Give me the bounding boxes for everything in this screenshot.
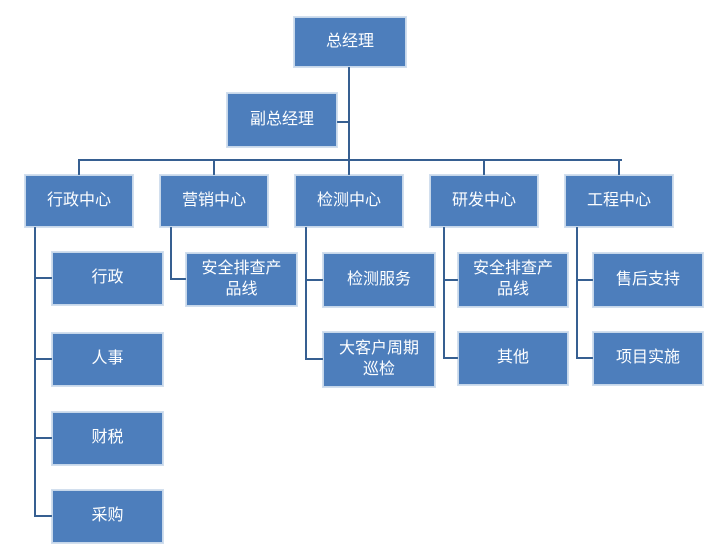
org-node-admin-center: 行政中心	[25, 175, 133, 227]
org-node-label: 大客户周期 巡检	[338, 339, 419, 378]
org-node-deputy-general-manager: 副总经理	[227, 93, 337, 147]
org-node-procurement: 采购	[52, 490, 163, 543]
connector-elbow-marketing-product-line	[170, 278, 186, 280]
connector-elbow-finance-tax	[34, 437, 52, 439]
org-node-admin: 行政	[52, 252, 163, 305]
org-node-label: 安全排查产 品线	[201, 259, 282, 298]
org-node-after-sales-support: 售后支持	[593, 253, 703, 307]
org-node-major-customer-inspection: 大客户周期 巡检	[323, 332, 435, 387]
connector-hang-rd-center	[443, 227, 445, 359]
connector-hang-engineering-center	[576, 227, 578, 359]
org-node-marketing-safety-product-line: 安全排查产 品线	[186, 253, 297, 306]
org-node-other: 其他	[458, 332, 568, 385]
connector-elbow-admin	[34, 277, 52, 279]
org-node-finance-tax: 财税	[52, 412, 163, 465]
connector-stub-marketing-center	[213, 159, 215, 175]
org-node-testing-service: 检测服务	[323, 253, 435, 307]
org-node-engineering-center: 工程中心	[565, 175, 673, 227]
org-node-label: 检测中心	[316, 191, 381, 209]
org-node-label: 其他	[496, 349, 529, 367]
org-node-label: 安全排查产 品线	[472, 260, 553, 298]
org-node-label: 人事	[91, 350, 124, 368]
org-node-rd-center: 研发中心	[430, 175, 538, 227]
connector-stub-engineering-center	[618, 159, 620, 175]
org-node-rd-safety-product-line: 安全排查产 品线	[458, 253, 568, 307]
connector-rail-horizontal	[78, 159, 622, 161]
org-node-label: 行政	[91, 269, 124, 287]
connector-elbow-project-implementation	[576, 357, 593, 359]
org-node-marketing-center: 营销中心	[160, 175, 268, 227]
connector-elbow-major-customer-inspection	[305, 358, 323, 360]
connector-elbow-rd-product-line	[443, 279, 458, 281]
org-node-general-manager: 总经理	[294, 17, 406, 67]
org-node-label: 总经理	[325, 32, 374, 50]
org-node-label: 检测服务	[346, 270, 411, 288]
org-node-label: 项目实施	[615, 349, 680, 367]
connector-elbow-procurement	[34, 515, 52, 517]
org-node-label: 营销中心	[181, 191, 246, 209]
connector-deputy-stub	[337, 121, 350, 123]
org-node-label: 副总经理	[249, 110, 314, 128]
connector-stub-rd-center	[483, 159, 485, 175]
connector-hang-testing-center	[305, 227, 307, 360]
connector-elbow-after-sales	[576, 279, 593, 281]
connector-elbow-testing-service	[305, 279, 323, 281]
org-node-label: 工程中心	[586, 191, 651, 209]
org-node-label: 财税	[91, 429, 124, 447]
org-node-project-implementation: 项目实施	[593, 332, 703, 385]
org-node-label: 售后支持	[615, 270, 680, 288]
org-node-hr: 人事	[52, 333, 163, 386]
org-node-testing-center: 检测中心	[295, 175, 403, 227]
connector-gm-vertical	[348, 66, 350, 175]
connector-elbow-hr	[34, 358, 52, 360]
connector-stub-admin-center	[78, 159, 80, 175]
connector-hang-marketing-center	[170, 227, 172, 280]
connector-hang-admin-center	[34, 227, 36, 517]
org-node-label: 行政中心	[46, 191, 111, 209]
connector-elbow-other	[443, 357, 458, 359]
org-node-label: 研发中心	[451, 191, 516, 209]
org-node-label: 采购	[91, 507, 124, 525]
